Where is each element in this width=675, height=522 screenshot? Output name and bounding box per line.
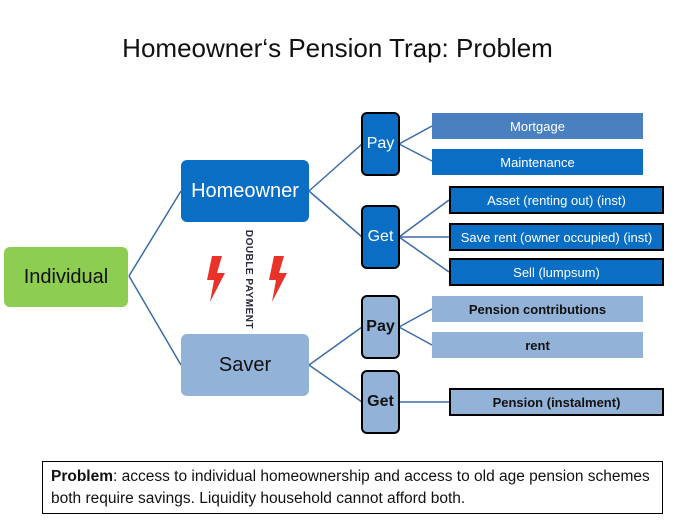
save-rent-leaf: Save rent (owner occupied) (inst) (449, 223, 664, 251)
mortgage-leaf: Mortgage (432, 113, 643, 139)
saver-get-node: Get (361, 370, 400, 434)
problem-label: Problem (51, 468, 114, 485)
saver-pay-node: Pay (361, 295, 400, 359)
individual-node: Individual (4, 247, 128, 307)
saver-node: Saver (181, 334, 309, 396)
pension-contributions-leaf: Pension contributions (432, 296, 643, 322)
problem-text: : access to individual homeownership and… (51, 468, 650, 507)
lightning-bolt-icon (269, 256, 287, 302)
double-payment-label: DOUBLE PAYMENT (243, 229, 255, 329)
maintenance-leaf: Maintenance (432, 149, 643, 175)
homeowner-pay-node: Pay (361, 112, 400, 176)
page-title: Homeowner‘s Pension Trap: Problem (122, 33, 553, 63)
sell-lumpsum-leaf: Sell (lumpsum) (449, 258, 664, 286)
pension-instalment-leaf: Pension (instalment) (449, 388, 664, 416)
problem-statement: Problem: access to individual homeowners… (42, 461, 663, 514)
lightning-bolt-icon (207, 256, 225, 302)
homeowner-get-node: Get (361, 205, 400, 269)
rent-leaf: rent (432, 332, 643, 358)
asset-renting-leaf: Asset (renting out) (inst) (449, 186, 664, 214)
homeowner-node: Homeowner (181, 160, 309, 222)
